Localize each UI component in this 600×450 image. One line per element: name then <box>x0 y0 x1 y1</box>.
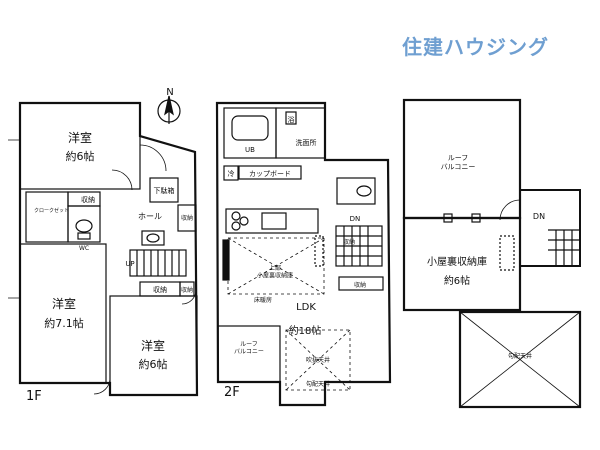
size-1f-western-bottom: 約6帖 <box>139 357 168 371</box>
label-1f-storage-d: 収納 <box>181 286 193 294</box>
label-loft-roof-balcony: ルーフバルコニー <box>441 154 476 171</box>
kitchen-counter <box>225 208 319 234</box>
compass-label: N <box>166 87 173 98</box>
room-1f-western-top <box>19 102 141 190</box>
stairs-1f <box>129 249 187 277</box>
label-2f-storage-a: 収納 <box>343 238 355 246</box>
label-loft-dn: DN <box>533 212 545 221</box>
label-1f-western-top: 洋室 <box>68 130 92 145</box>
floor-loft <box>402 98 582 409</box>
label-1f-western-left: 洋室 <box>52 296 76 311</box>
sloped-ceiling-area <box>458 310 582 409</box>
stairs-2f <box>335 225 383 267</box>
room-1f-western-left <box>19 243 107 384</box>
size-1f-western-left: 約7.1帖 <box>44 316 84 330</box>
size-2f-ldk: 約18帖 <box>289 324 322 337</box>
floor-2f <box>215 101 392 407</box>
wc-1f <box>67 205 101 243</box>
label-2f-loft-entry: 上部小屋裏収納庫 <box>257 264 293 280</box>
label-loft-sloped-ceiling: 勾配天井 <box>508 352 532 360</box>
label-1f-western-bottom: 洋室 <box>141 338 165 353</box>
label-1f-storage-c: 収納 <box>153 285 167 294</box>
label-2f-washroom: 洗面所 <box>296 138 317 147</box>
label-2f-cupboard: カップボード <box>249 170 291 178</box>
label-2f-storage-b: 収納 <box>354 281 366 289</box>
roof-balcony-2f <box>217 325 281 383</box>
floor-label-2f: 2F <box>224 385 240 400</box>
label-2f-ceiling-slope: 勾配天井 <box>306 380 330 388</box>
label-1f-shoe-closet: 下駄箱 <box>154 186 175 195</box>
washroom-2f <box>275 107 326 159</box>
label-2f-ub: UB <box>245 146 255 154</box>
label-1f-wc: WC <box>79 245 89 252</box>
size-1f-western-top: 約6帖 <box>66 149 95 163</box>
brand-logo: 住建ハウジング <box>402 35 549 59</box>
label-2f-fridge: 冷 <box>228 169 235 178</box>
label-2f-floor-heat: 床暖房 <box>254 296 272 304</box>
label-2f-roof-balcony: ルーフバルコニー <box>234 341 264 356</box>
compass-icon <box>157 95 181 124</box>
label-1f-storage-a: 収納 <box>81 195 95 204</box>
cloak-closet <box>25 191 69 243</box>
label-1f-cloak: クロークゼット <box>34 207 69 214</box>
label-2f-ldk: LDK <box>296 302 316 313</box>
label-loft-storage: 小屋裏収納庫 <box>427 255 487 268</box>
label-1f-storage-b: 収納 <box>181 214 193 222</box>
label-2f-bath: 浴 <box>288 115 295 124</box>
cupboard-2f <box>238 165 302 180</box>
label-1f-hall: ホール <box>138 212 162 221</box>
label-2f-dn: DN <box>350 215 361 223</box>
floor-1f <box>8 101 199 397</box>
label-2f-skylight: 吹抜天井 <box>306 356 330 364</box>
label-1f-up: UP <box>125 260 134 268</box>
size-loft-storage: 約6帖 <box>444 274 470 287</box>
floor-label-1f: 1F <box>26 389 42 404</box>
